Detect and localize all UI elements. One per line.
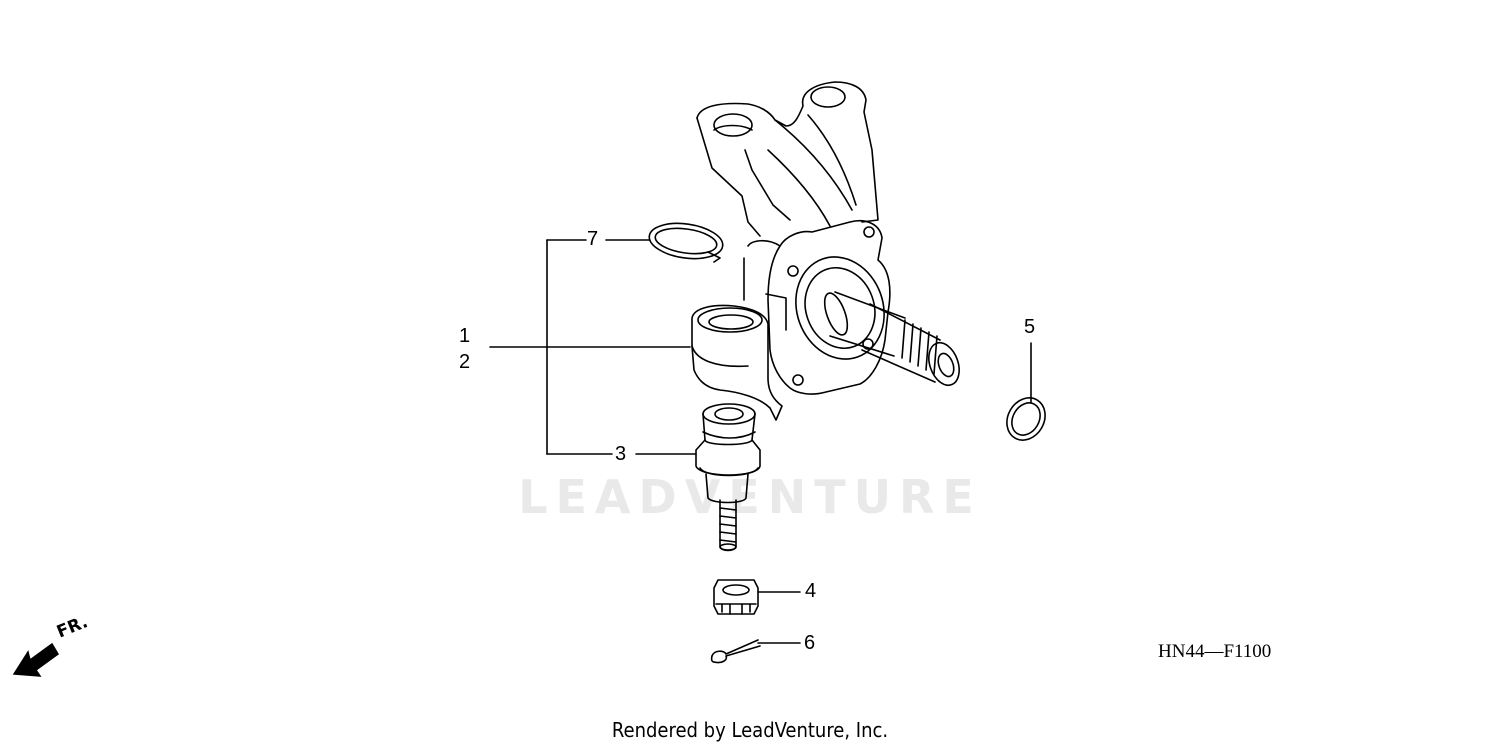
callout-1: 1 <box>459 325 471 347</box>
castle-nut-part-4 <box>713 579 759 615</box>
ball-joint-part-3 <box>695 403 761 552</box>
diagram-code: HN44—F1100 <box>1158 641 1272 662</box>
snap-ring-part-7 <box>648 222 724 263</box>
front-direction-arrow-icon <box>12 642 59 677</box>
leader-lines <box>489 239 1032 644</box>
cotter-pin-part-6 <box>710 639 761 664</box>
callout-4: 4 <box>805 580 817 602</box>
callout-7: 7 <box>587 228 599 250</box>
steering-knuckle-part-1-2 <box>691 81 960 421</box>
footer-credit: Rendered by LeadVenture, Inc. <box>611 718 889 742</box>
callout-6: 6 <box>804 632 816 654</box>
o-ring-part-5 <box>1006 397 1046 441</box>
callout-5: 5 <box>1024 316 1036 338</box>
callout-3: 3 <box>615 443 627 465</box>
callout-2: 2 <box>459 351 471 373</box>
